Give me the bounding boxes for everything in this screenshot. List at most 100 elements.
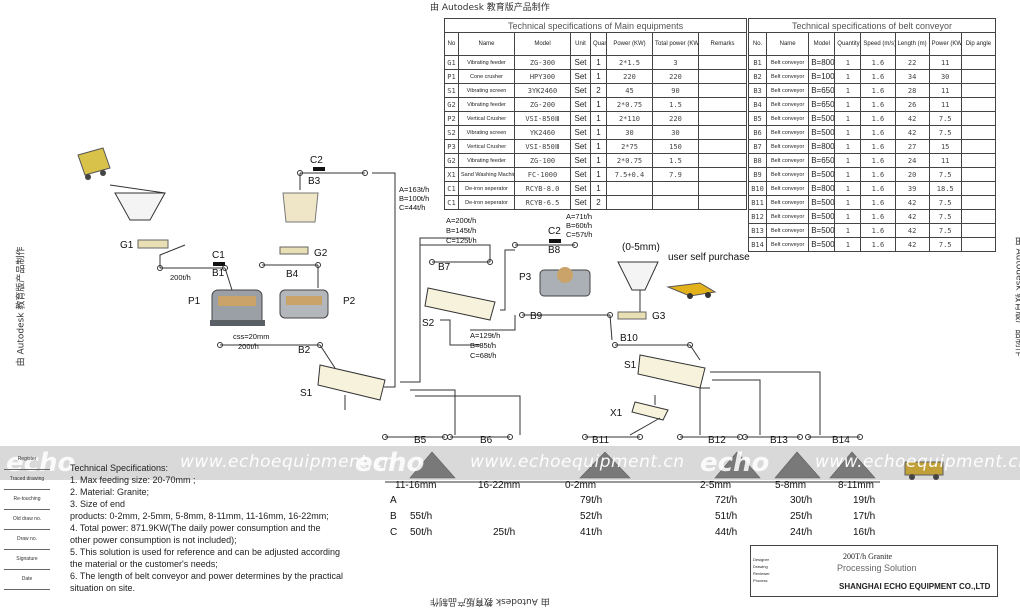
- table-cell: [960, 139, 997, 154]
- table-cell: [960, 69, 997, 84]
- table-cell: Set: [570, 55, 591, 70]
- table-cell: 45: [606, 83, 653, 98]
- label-user-size: (0-5mm): [622, 242, 660, 253]
- autodesk-stamp-top: 由 Autodesk 教育版产品制作: [430, 3, 550, 13]
- table-cell: B2: [747, 69, 768, 84]
- table-cell: B5: [747, 111, 768, 126]
- flow-a71: A=71t/h: [566, 212, 593, 221]
- table-cell: 1.6: [860, 195, 896, 210]
- table-cell: [697, 167, 748, 182]
- spec-line: situation on site.: [70, 583, 136, 593]
- table-cell: 3: [652, 55, 699, 70]
- product-flow-value: 25t/h: [493, 527, 516, 538]
- table-cell: 1.6: [860, 97, 896, 112]
- table-cell: Set: [570, 97, 591, 112]
- product-size-label: 0-2mm: [565, 480, 597, 491]
- label-c2-mid: C2: [548, 226, 561, 237]
- table-cell: B=1000: [808, 69, 836, 84]
- dump-truck-icon: [904, 461, 944, 480]
- table-cell: 1: [590, 69, 607, 84]
- label-s1-left: S1: [300, 388, 313, 399]
- product-flow-value: 30t/h: [790, 495, 813, 506]
- table-cell: Set: [570, 125, 591, 140]
- watermark-text: www.echoequipment.cn: [180, 452, 395, 472]
- table-header-cell: Name: [458, 32, 515, 56]
- table-cell: B=800: [808, 181, 836, 196]
- flow-c68: C=68t/h: [470, 351, 497, 360]
- table-cell: B3: [747, 83, 768, 98]
- table-cell: C1: [444, 181, 459, 196]
- watermark-text: www.echoequipment.cn: [815, 452, 1020, 472]
- table-cell: [697, 139, 748, 154]
- watermark-logo: echo: [6, 448, 76, 478]
- spec-line: products: 0-2mm, 2-5mm, 5-8mm, 8-11mm, 1…: [70, 511, 329, 521]
- table-header-cell: Dip angle: [960, 32, 997, 56]
- table-cell: 1.6: [860, 209, 896, 224]
- table-cell: B9: [747, 167, 768, 182]
- table-cell: B4: [747, 97, 768, 112]
- table-cell: ZG-200: [514, 97, 571, 112]
- table-cell: B13: [747, 223, 768, 238]
- table-cell: 11: [928, 83, 962, 98]
- table-cell: [606, 195, 653, 210]
- table-cell: G1: [444, 55, 459, 70]
- table-cell: YK2460: [514, 125, 571, 140]
- product-flow-value: 44t/h: [715, 527, 738, 538]
- table-cell: [697, 111, 748, 126]
- product-flow-value: 24t/h: [790, 527, 813, 538]
- table-cell: 42: [894, 223, 930, 238]
- table-cell: 7.5: [928, 195, 962, 210]
- title-block: 200T/h Granite Processing Solution SHANG…: [750, 545, 998, 597]
- table-cell: [960, 223, 997, 238]
- label-c1: C1: [212, 250, 225, 261]
- cone-crusher-p2-icon: [279, 289, 329, 319]
- table-cell: B=500: [808, 237, 836, 252]
- table-cell: 1: [834, 209, 862, 224]
- spec-line: other power consumption is not included)…: [70, 535, 237, 545]
- table-cell: Belt conveyor: [766, 139, 810, 154]
- technical-specifications: Technical Specifications:1. Max feeding …: [70, 462, 390, 594]
- table-cell: 2*0.75: [606, 153, 653, 168]
- table-cell: VSI-850Ⅲ: [514, 111, 571, 126]
- product-flow-value: 41t/h: [580, 527, 603, 538]
- cone-crusher-p1-icon: [210, 289, 265, 326]
- table-cell: Set: [570, 139, 591, 154]
- table-cell: 7.5: [928, 125, 962, 140]
- flow-b100: B=100t/h: [399, 194, 430, 203]
- tb-designer: Designer: [753, 557, 770, 562]
- table-cell: FC-1000: [514, 167, 571, 182]
- table-cell: 1.6: [860, 111, 896, 126]
- table-cell: B6: [747, 125, 768, 140]
- table-cell: [960, 237, 997, 252]
- product-flow-value: 79t/h: [580, 495, 603, 506]
- table-cell: 1.6: [860, 153, 896, 168]
- stockpiles: [409, 451, 876, 479]
- table-header-cell: No: [444, 32, 459, 56]
- table-cell: 3YK2460: [514, 83, 571, 98]
- table-cell: ZG-100: [514, 153, 571, 168]
- table-cell: 1: [834, 55, 862, 70]
- table-cell: [697, 69, 748, 84]
- table-cell: 1: [590, 55, 607, 70]
- table-cell: B8: [747, 153, 768, 168]
- table-header-cell: Remarks: [697, 32, 748, 56]
- table-cell: [960, 195, 997, 210]
- table-cell: 30: [928, 69, 962, 84]
- table-cell: 18.5: [928, 181, 962, 196]
- product-flow-value: 51t/h: [715, 511, 738, 522]
- table-cell: 11: [928, 97, 962, 112]
- table-cell: 1.6: [860, 167, 896, 182]
- table-cell: [960, 55, 997, 70]
- table-cell: 28: [894, 83, 930, 98]
- label-user-purchase: user self purchase: [668, 252, 750, 263]
- product-size-label: 8-11mm: [838, 480, 874, 491]
- table-cell: Belt conveyor: [766, 55, 810, 70]
- table-cell: S1: [444, 83, 459, 98]
- table-cell: 2: [590, 83, 607, 98]
- table-header-cell: Speed (m/s): [860, 32, 896, 56]
